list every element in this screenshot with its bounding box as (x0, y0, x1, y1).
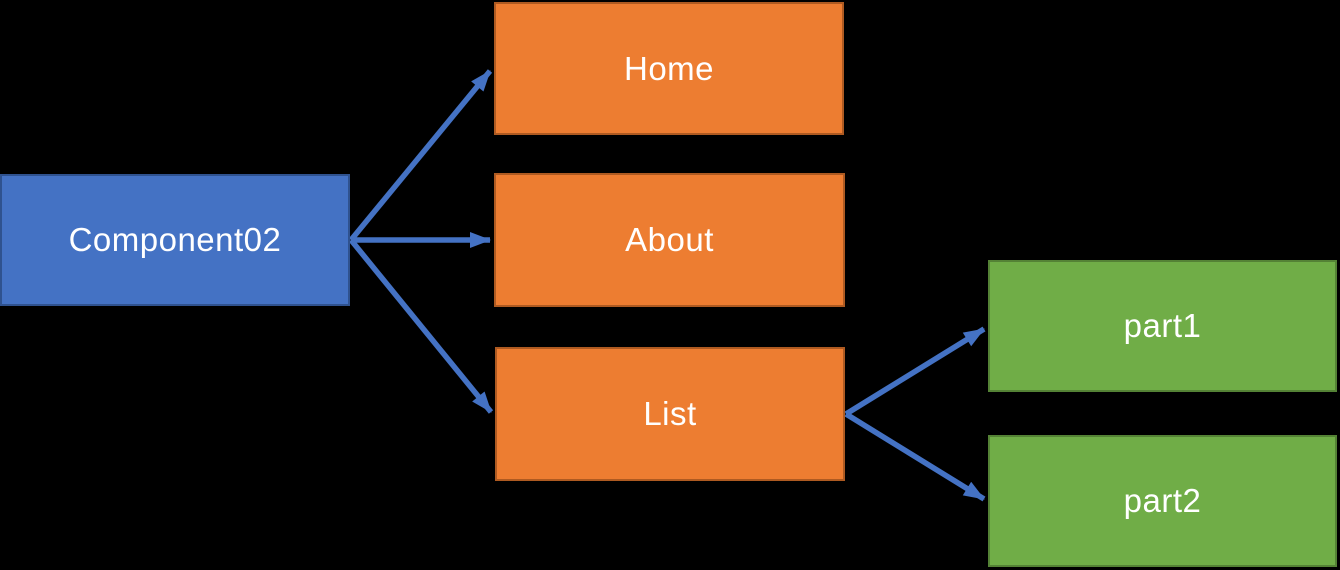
edge-list-part1 (844, 326, 986, 417)
edge-component02-list (348, 238, 494, 414)
node-list: List (495, 347, 845, 481)
node-part2-label: part2 (1123, 482, 1202, 519)
node-home-label: Home (623, 49, 715, 87)
edge-component02-home (348, 69, 493, 242)
edge-list-part2 (844, 411, 986, 502)
node-part2: part2 (988, 435, 1337, 567)
node-about-label: About (625, 221, 714, 258)
node-part1: part1 (988, 260, 1337, 392)
node-component02: Component02 (0, 174, 350, 306)
node-about: About (494, 173, 845, 307)
node-home: Home (494, 2, 844, 135)
node-component02-label: Component02 (68, 221, 282, 258)
node-list-label: List (643, 395, 697, 432)
node-part1-label: part1 (1123, 307, 1202, 344)
